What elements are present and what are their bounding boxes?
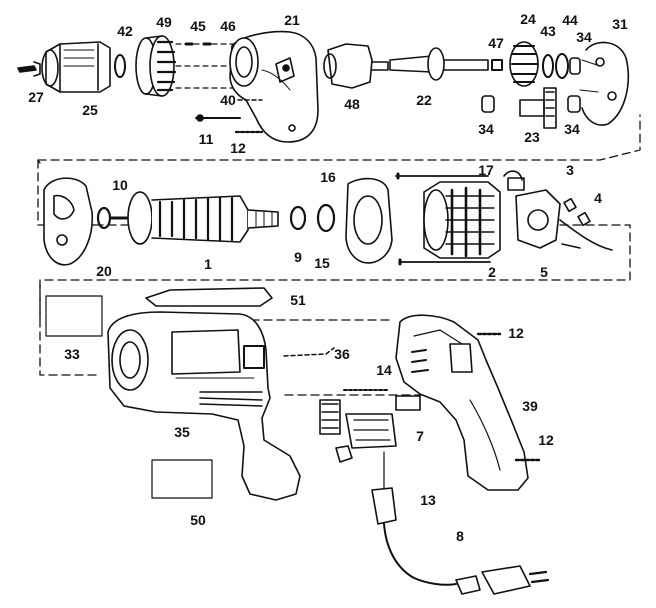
part-35-housing — [107, 311, 301, 501]
part-16-shield — [345, 177, 393, 264]
part-36-screw — [283, 347, 335, 357]
part-25-keyless-chuck — [41, 41, 111, 93]
callout-46: 46 — [220, 18, 236, 34]
part-34-bearing-b — [481, 95, 495, 113]
callout-2: 2 — [488, 264, 496, 280]
callout-36: 36 — [334, 346, 350, 362]
callout-45: 45 — [190, 18, 206, 34]
callout-8: 8 — [456, 528, 464, 544]
callout-34-lower-left: 34 — [478, 121, 494, 137]
part-39-housing-half — [395, 314, 529, 491]
part-7-switch — [319, 399, 397, 463]
callout-23: 23 — [524, 129, 540, 145]
part-49-chuck-collar — [135, 35, 177, 97]
callout-47: 47 — [488, 35, 504, 51]
part-44-bearing — [555, 53, 569, 79]
part-50-label — [151, 459, 213, 499]
part-5-brush-assembly — [515, 189, 613, 251]
part-14-switch-parts — [343, 389, 421, 411]
callout-34-top: 34 — [576, 29, 592, 45]
part-21-gear-case — [229, 30, 319, 143]
callout-11: 11 — [198, 131, 214, 147]
callout-25: 25 — [82, 102, 98, 118]
callout-27: 27 — [28, 89, 44, 105]
callout-4: 4 — [594, 190, 602, 206]
callout-20: 20 — [96, 263, 112, 279]
part-51-nameplate — [145, 287, 273, 307]
part-43-washer — [542, 54, 554, 78]
callout-17: 17 — [478, 162, 494, 178]
callout-35: 35 — [174, 424, 190, 440]
part-48-bearing — [323, 43, 389, 89]
part-11-screw — [195, 114, 241, 122]
part-20-baffle — [43, 177, 94, 266]
callout-12-upper: 12 — [230, 140, 246, 156]
part-17-screw — [395, 172, 489, 180]
callout-5: 5 — [540, 264, 548, 280]
part-15-ring — [316, 203, 336, 233]
callout-13: 13 — [420, 492, 436, 508]
callout-14: 14 — [376, 362, 392, 378]
callout-43: 43 — [540, 23, 556, 39]
callout-33: 33 — [64, 346, 80, 362]
part-42-ring — [114, 54, 126, 78]
part-2-field — [398, 181, 501, 266]
part-23-pinion-gear — [519, 87, 557, 129]
part-9-bearing — [289, 205, 307, 231]
callout-21: 21 — [284, 12, 300, 28]
callout-50: 50 — [190, 512, 206, 528]
part-22-spindle — [389, 47, 489, 81]
callout-1: 1 — [204, 256, 212, 272]
callout-31: 31 — [612, 16, 628, 32]
callout-24: 24 — [520, 11, 536, 27]
part-47-pin — [491, 59, 503, 71]
part-31-gasket — [579, 41, 630, 126]
callout-40: 40 — [220, 92, 236, 108]
callout-22: 22 — [416, 92, 432, 108]
part-4-brushes — [563, 197, 591, 227]
part-34-bearing-a — [569, 57, 581, 75]
callout-44: 44 — [562, 12, 578, 28]
part-34-bearing-c — [567, 95, 581, 113]
callout-3: 3 — [566, 162, 574, 178]
part-1-armature — [110, 191, 279, 245]
callout-48: 48 — [344, 96, 360, 112]
callout-39: 39 — [522, 398, 538, 414]
callout-49: 49 — [156, 14, 172, 30]
callout-12-right-upper: 12 — [508, 325, 524, 341]
callout-12-right-lower: 12 — [538, 432, 554, 448]
part-8-power-cord — [383, 523, 550, 595]
part-45-46-pins — [175, 42, 237, 89]
callout-34-lower-right: 34 — [564, 121, 580, 137]
callout-42: 42 — [117, 23, 133, 39]
part-24-gear — [509, 41, 539, 87]
part-10-bearing — [96, 206, 112, 230]
callout-15: 15 — [314, 255, 330, 271]
callout-9: 9 — [294, 249, 302, 265]
part-13-strain-relief — [371, 451, 397, 525]
part-3-brush-holder — [503, 170, 525, 191]
part-33-label — [45, 295, 103, 337]
part-27-chuck-screw — [17, 61, 41, 77]
callout-7: 7 — [416, 428, 424, 444]
callout-16: 16 — [320, 169, 336, 185]
callout-10: 10 — [112, 177, 128, 193]
callout-51: 51 — [290, 292, 306, 308]
